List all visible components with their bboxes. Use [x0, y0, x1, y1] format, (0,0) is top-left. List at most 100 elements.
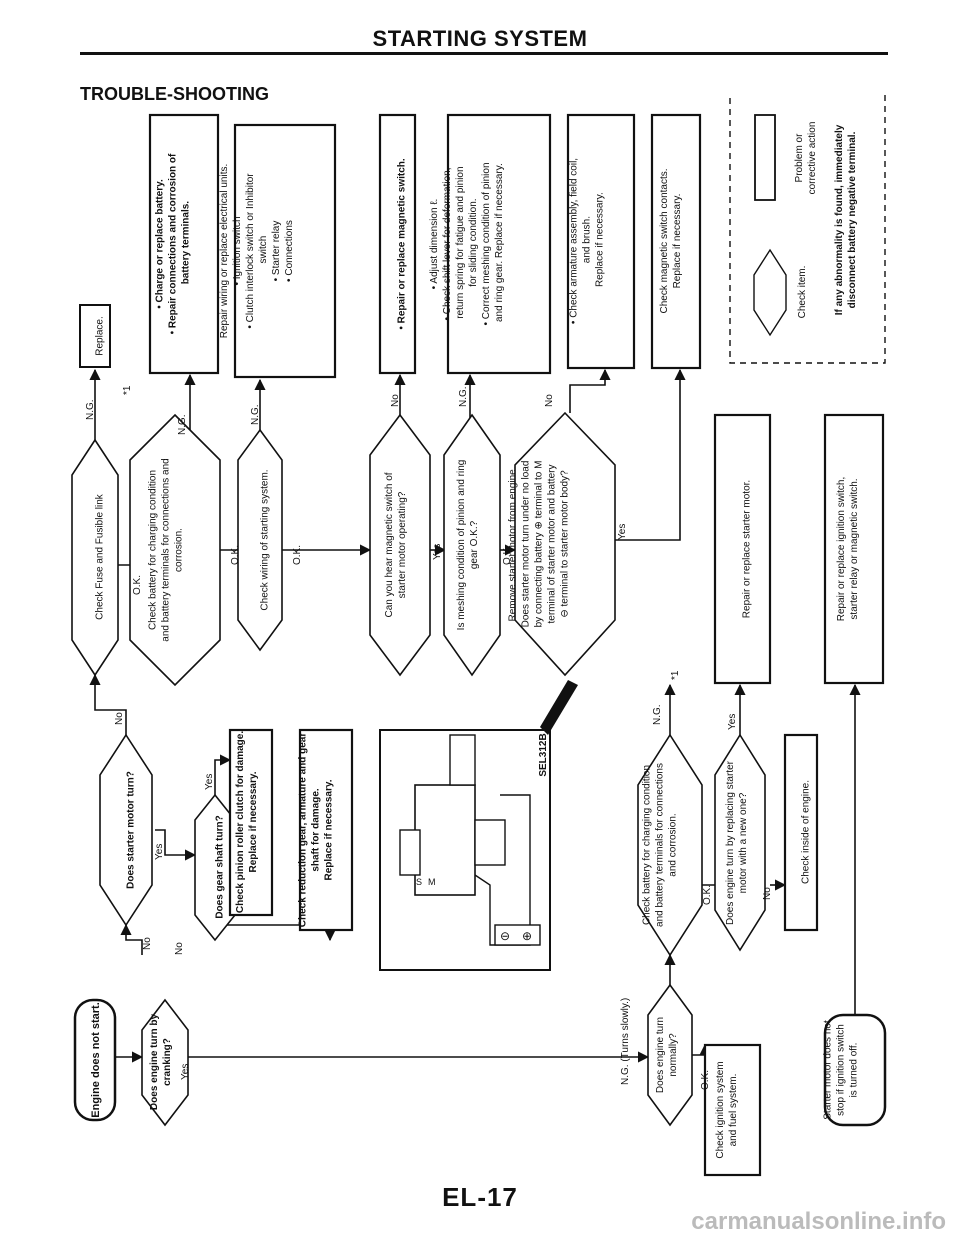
box-wiring-fix: Repair wiring or replace electrical unit… [219, 123, 337, 379]
text-line: shaft for damage. [311, 788, 322, 872]
text-line: and corrosion. [668, 813, 679, 876]
figure-code: SEL312B [538, 733, 549, 776]
text-line: and ring gear. Replace if necessary. [494, 163, 505, 325]
legend-note-text: If any abnormality is found, immediately… [834, 124, 858, 315]
troubleshooting-flowchart: Engine does not start. Starter motor doe… [71, 95, 887, 1177]
text-line: Does starter motor turn under no load [521, 461, 532, 628]
text-line: Does engine turn by replacing starter [725, 760, 736, 925]
text-line: Check inside of engine. [801, 780, 812, 884]
text-line: • Check armature assembly, field coil, [569, 158, 580, 324]
text-line: Repair wiring or replace electrical unit… [219, 164, 230, 339]
svg-text:N.G.: N.G. [458, 386, 469, 407]
svg-text:N.G.: N.G. [177, 414, 188, 435]
text-line: corrective action [807, 122, 818, 195]
motor-gear [449, 734, 476, 786]
text-line: Can you hear magnetic switch of [384, 472, 395, 617]
text-line: is turned off. [849, 1043, 860, 1098]
box-battery-fix: • Charge or replace battery.• Repair con… [148, 113, 220, 375]
text-line: Check Fuse and Fusible link [95, 493, 106, 620]
svg-text:Yes: Yes [180, 1064, 191, 1080]
legend-check-text: Check item. [797, 266, 808, 319]
battery-symbol [494, 924, 541, 946]
svg-text:Check battery for charging con: Check battery for charging conditionand … [148, 458, 185, 641]
svg-text:Repair wiring or replace elect: Repair wiring or replace electrical unit… [219, 164, 295, 339]
svg-text:Yes: Yes [154, 844, 165, 860]
text-line: Check pinion roller clutch for damage. [235, 731, 246, 913]
figure-label-m: M [428, 877, 436, 887]
box-replace: Replace. [79, 304, 111, 368]
svg-text:No: No [142, 937, 153, 950]
text-line: by connecting battery ⊕ terminal to M [534, 461, 545, 628]
svg-text:O.K.: O.K. [230, 545, 241, 565]
svg-text:• Charge or replace battery.•: • Charge or replace battery.• Repair con… [155, 153, 192, 334]
box-inside-engine: Check inside of engine. [783, 733, 819, 932]
decision-starter-turn: Does starter motor turn? [99, 733, 153, 927]
svg-text:O.K.: O.K. [502, 545, 513, 565]
text-line: • Starter relay [271, 221, 282, 282]
start-text: Engine does not start. [90, 1002, 102, 1118]
text-line: Replace if necessary. [672, 194, 683, 289]
title-rule [80, 52, 888, 55]
svg-text:O.K.: O.K. [132, 575, 143, 595]
text-line: cranking? [162, 1038, 173, 1086]
svg-text:N.G. (Turns slowly.): N.G. (Turns slowly.) [620, 998, 631, 1085]
svg-text:• Repair or replace magnetic: • Repair or replace magnetic switch. [397, 158, 408, 330]
text-line: return spring for fatigue and pinion [455, 166, 466, 321]
text-line: Check battery for charging condition [642, 765, 653, 925]
decision-fuse: Check Fuse and Fusible link [71, 438, 119, 677]
text-line: stop if ignition switch [836, 1024, 847, 1116]
svg-text:Replace.: Replace. [95, 316, 106, 355]
svg-text:O.K.: O.K. [702, 885, 713, 905]
svg-text:Repair or replace starter moto: Repair or replace starter motor. [742, 480, 753, 618]
svg-text:Yes: Yes [617, 524, 628, 540]
text-line: • Repair or replace magnetic switch. [397, 158, 408, 330]
box-repair-switch: Repair or replace ignition switch,starte… [823, 413, 885, 685]
text-line: and brush. [582, 216, 593, 266]
start-terminal: Engine does not start. [73, 998, 117, 1122]
svg-text:Does starter motor turn?: Does starter motor turn? [126, 771, 137, 889]
svg-text:Check inside of engine.: Check inside of engine. [801, 780, 812, 884]
text-line: If any abnormality is found, immediately [834, 124, 845, 315]
text-line: starter motor operating? [397, 491, 408, 598]
svg-text:N.G.: N.G. [250, 404, 261, 425]
text-line: Does engine turn by [149, 1014, 160, 1111]
text-line: Does engine turn [655, 1017, 666, 1093]
svg-text:*1: *1 [122, 385, 133, 395]
text-line: Starter motor does not [823, 1020, 834, 1120]
svg-text:Check battery for charging con: Check battery for charging condition and … [642, 763, 679, 927]
motor-solenoid [399, 829, 421, 876]
text-line: Replace if necessary. [248, 771, 259, 872]
branch-labels: Yes No No Yes Yes No N.G. O.K. *1 N.G. O… [85, 385, 773, 1090]
svg-text:Yes: Yes [432, 544, 443, 560]
decision-battery-2: Check battery for charging condition and … [637, 733, 703, 957]
svg-text:No: No [174, 942, 185, 955]
svg-text:Check wiring of starting syste: Check wiring of starting system. [260, 469, 271, 610]
motor-shaft [474, 819, 506, 866]
text-line: normally? [668, 1033, 679, 1077]
svg-text:Check magnetic switch contacts: Check magnetic switch contacts.Replace i… [659, 168, 683, 313]
svg-text:Does engine turn by replacing: Does engine turn by replacing startermot… [725, 760, 749, 925]
box-pinion-clutch: Check pinion roller clutch for damage.Re… [228, 728, 274, 917]
box-repair-starter: Repair or replace starter motor. [713, 413, 772, 685]
svg-text:Remove starter motor from engi: Remove starter motor from engine.Does st… [508, 461, 571, 628]
section-title: TROUBLE-SHOOTING [80, 84, 269, 104]
text-line: • Charge or replace battery. [155, 179, 166, 309]
svg-text:No: No [544, 394, 555, 407]
text-line: motor with a new one? [738, 792, 749, 893]
text-line: Check battery for charging condition [148, 470, 159, 630]
svg-text:• Check armature assembly, fi: • Check armature assembly, field coil, a… [569, 158, 606, 324]
svg-text:Repair or replace ignition swi: Repair or replace ignition switch,starte… [836, 477, 860, 622]
box-meshing-fix: • Adjust dimension ℓ.• Check shift lever… [429, 113, 552, 375]
text-line: • Adjust dimension ℓ. [429, 199, 440, 290]
text-line: battery terminals. [181, 201, 192, 287]
text-line: • Ignition switch [232, 216, 243, 285]
svg-text:Check pinion roller clutch for: Check pinion roller clutch for damage.Re… [235, 731, 259, 913]
